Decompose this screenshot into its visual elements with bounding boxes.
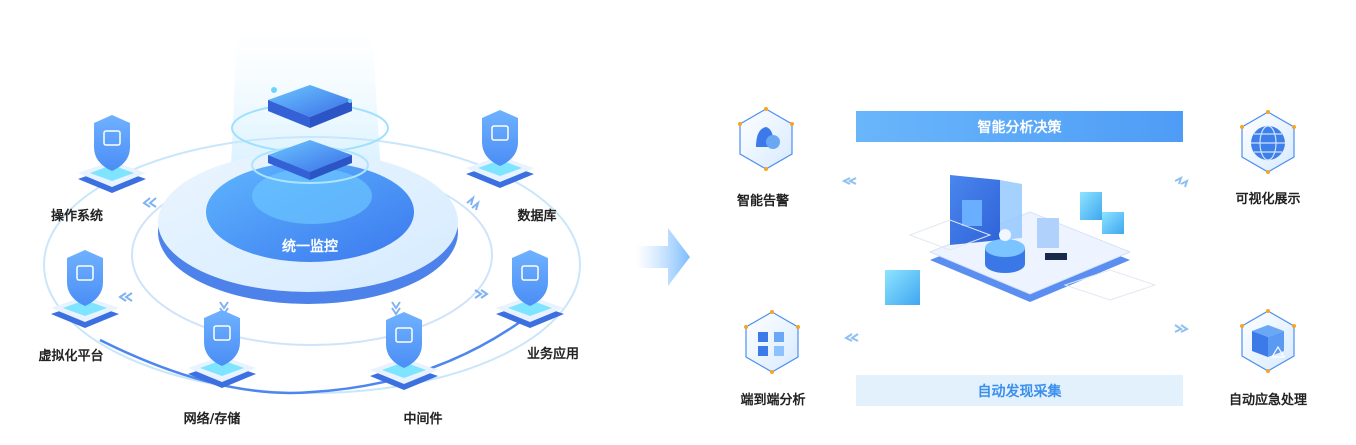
node-label-virtualization: 虚拟化平台 [38, 349, 104, 364]
node-label-business-app: 业务应用 [526, 347, 580, 362]
node-label-visualization: 可视化展示 [1235, 192, 1301, 207]
central-platform [885, 175, 1157, 305]
chart-screen-icon [370, 312, 438, 390]
node-label-network-storage: 网络/存储 [183, 412, 241, 427]
unified-monitoring-diagram [43, 30, 581, 395]
node-label-database: 数据库 [517, 209, 557, 224]
box-warning-icon [1240, 309, 1296, 373]
cubes-network-icon [744, 310, 800, 374]
os-monitor-icon [78, 115, 146, 193]
right-arrow-icon [636, 228, 690, 286]
server-stack-icon [268, 85, 352, 180]
platform-illustration [841, 175, 1189, 342]
center-label: 统一监控 [282, 239, 338, 255]
bottom-bar-auto-discovery: 自动发现采集 [856, 375, 1183, 406]
server-cloud-icon [51, 250, 119, 328]
node-label-smart-alert: 智能告警 [736, 194, 790, 209]
node-label-os: 操作系统 [50, 209, 104, 224]
app-cube-icon [496, 250, 564, 328]
lower-connector-line [99, 320, 521, 395]
network-cloud-icon [188, 310, 256, 388]
node-label-middleware: 中间件 [403, 412, 443, 427]
node-label-end-to-end: 端到端分析 [740, 393, 806, 408]
flow-chevrons [841, 176, 1189, 342]
database-icon [466, 110, 534, 188]
node-label-auto-emergency: 自动应急处理 [1228, 393, 1308, 408]
top-bar-smart-analysis: 智能分析决策 [856, 111, 1183, 142]
globe-icon [1240, 110, 1296, 174]
core-glow [252, 168, 372, 224]
bell-gear-icon [738, 107, 794, 171]
